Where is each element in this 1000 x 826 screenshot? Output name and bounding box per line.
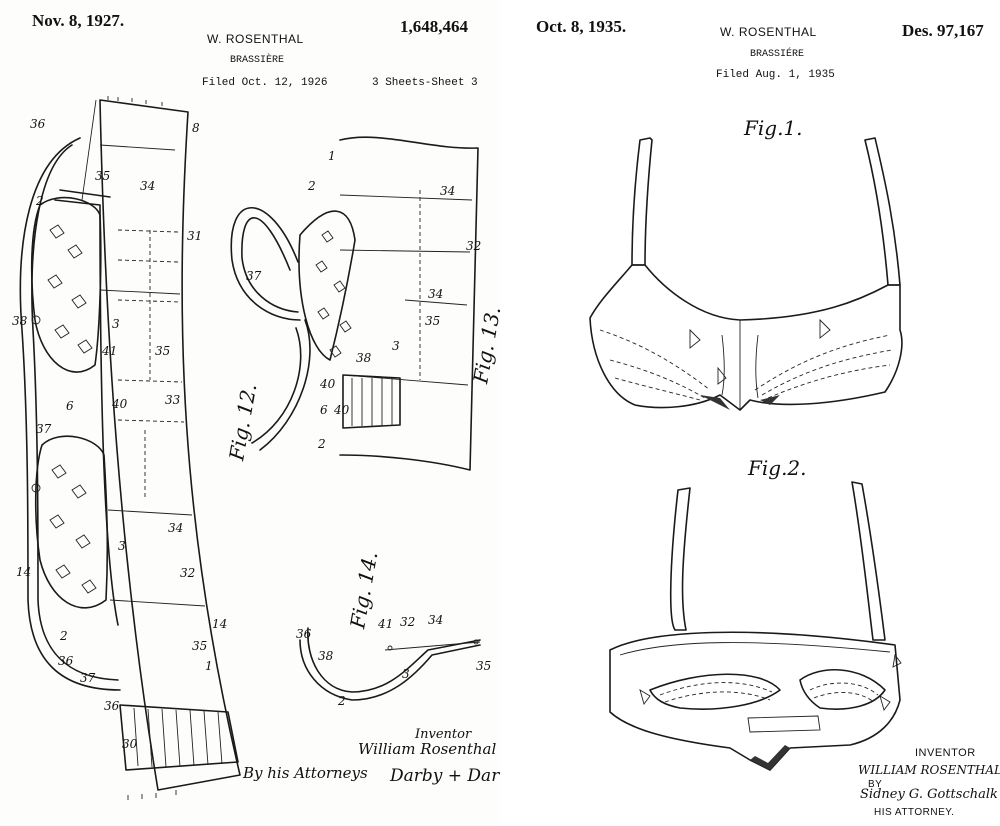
fig-2-drawing: [609, 481, 902, 771]
patent-number: 1,648,464: [400, 17, 468, 36]
fig-13-drawing: [230, 136, 479, 471]
inventor-header: W. ROSENTHAL: [720, 25, 817, 39]
patent-date: Oct. 8, 1935.: [536, 17, 627, 36]
reference-numeral: 40: [112, 397, 128, 411]
inventor-label: Inventor: [415, 727, 472, 742]
attorney-signature: Sidney G. Gottschalk: [860, 787, 998, 802]
fig-1-drawing: [589, 137, 903, 411]
reference-numeral: 32: [400, 615, 416, 629]
reference-numeral: 38: [12, 314, 28, 328]
reference-numeral: 36: [296, 627, 312, 641]
reference-numeral: 34: [440, 184, 456, 198]
reference-numeral: 37: [36, 422, 52, 436]
reference-numeral: 2: [36, 194, 44, 208]
patent-sheet-des-97167: Oct. 8, 1935. W. ROSENTHAL Des. 97,167 B…: [500, 0, 1000, 826]
inventor-label: INVENTOR: [915, 747, 976, 759]
patent-date: Nov. 8, 1927.: [32, 11, 125, 30]
patent-drawings-right: [589, 137, 903, 771]
reference-numeral: 35: [476, 659, 492, 673]
reference-numeral: 3: [112, 317, 120, 331]
reference-numeral: 37: [246, 269, 262, 283]
reference-numeral: 2: [338, 694, 346, 708]
reference-numeral: 36: [104, 699, 120, 713]
reference-numeral: 38: [356, 351, 372, 365]
reference-numeral: 31: [187, 229, 203, 243]
reference-numeral: 8: [192, 121, 200, 135]
reference-numeral: 40: [320, 377, 336, 391]
inventor-name: WILLIAM ROSENTHAL: [858, 763, 1000, 777]
reference-numeral: 6: [66, 399, 74, 413]
fig-12-drawing: [19, 96, 241, 800]
patent-sheet-1648464: Nov. 8, 1927. W. ROSENTHAL 1,648,464 BRA…: [12, 11, 523, 800]
inventor-signature: William Rosenthal: [358, 740, 497, 758]
patent-title: BRASSIÉRE: [750, 49, 805, 60]
reference-numeral: 2: [60, 629, 68, 643]
reference-numeral: 38: [318, 649, 334, 663]
reference-numeral: 32: [180, 566, 196, 580]
by-label: BY: [868, 779, 883, 790]
reference-numeral: 34: [428, 287, 444, 301]
patent-drawings-left: [19, 96, 481, 800]
reference-numeral: 35: [425, 314, 441, 328]
reference-numeral: 35: [192, 639, 208, 653]
reference-numeral: 2: [318, 437, 326, 451]
sheet-count: 3 Sheets-Sheet 3: [372, 77, 478, 89]
reference-numeral: 34: [140, 179, 156, 193]
reference-numeral: 36: [30, 117, 46, 131]
reference-numeral: 3: [402, 667, 410, 681]
reference-numeral: 2: [308, 179, 316, 193]
attorneys-signature: Darby + Darby.: [390, 766, 523, 786]
reference-numeral: 1: [205, 659, 213, 673]
reference-numeral: 36: [58, 654, 74, 668]
reference-numeral: 33: [165, 393, 181, 407]
inventor-header: W. ROSENTHAL: [207, 32, 304, 46]
attorneys-line: By his Attorneys: [243, 764, 368, 782]
reference-numeral: 3: [118, 539, 126, 553]
reference-numeral: 35: [95, 169, 111, 183]
reference-numeral: 34: [168, 521, 184, 535]
reference-numeral: 34: [428, 613, 444, 627]
reference-numeral: 35: [155, 344, 171, 358]
reference-numeral: 37: [80, 671, 96, 685]
filed-date: Filed Oct. 12, 1926: [202, 77, 328, 89]
reference-numeral: 41: [378, 617, 394, 631]
reference-numeral: 32: [466, 239, 482, 253]
patent-title: BRASSIÈRE: [230, 55, 285, 66]
reference-numeral: 14: [16, 565, 32, 579]
reference-numeral: 3: [392, 339, 400, 353]
reference-numeral: 1: [328, 149, 336, 163]
attorney-label: HIS ATTORNEY.: [874, 807, 955, 818]
patent-number: Des. 97,167: [902, 21, 984, 40]
reference-numeral: 41: [102, 344, 118, 358]
reference-numeral: 14: [212, 617, 228, 631]
fig-14-drawing: [299, 627, 481, 701]
reference-numeral: 30: [122, 737, 138, 751]
reference-numeral: 6: [320, 403, 328, 417]
fig-1-label: Fig.1.: [744, 116, 803, 140]
reference-numeral: 40: [334, 403, 350, 417]
filed-date: Filed Aug. 1, 1935: [716, 69, 835, 81]
fig-2-label: Fig.2.: [748, 456, 807, 480]
